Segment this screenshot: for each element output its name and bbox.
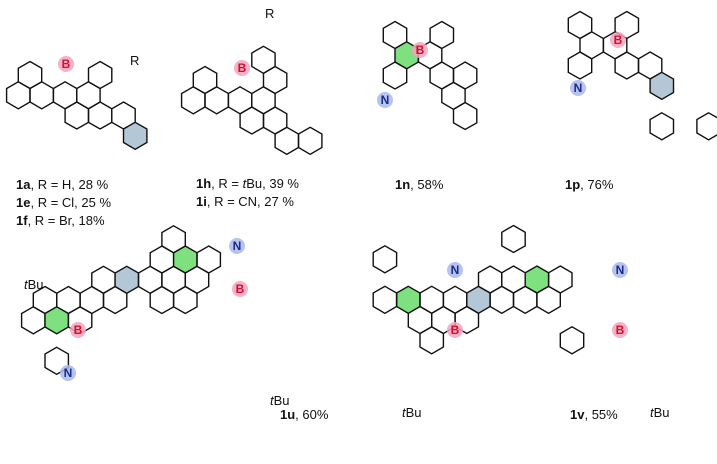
substituent-R-1a: R [130,53,140,68]
1u-ring [184,265,210,295]
1a-ring [29,80,55,110]
label-1e: 1e, R = Cl, 25 % [16,195,112,210]
label-1v: 1v, 55% [570,407,618,422]
1u-ring [114,265,140,295]
nitrogen-highlight [447,262,463,278]
1p-ring [649,71,675,101]
boron-highlight [447,322,463,338]
1v-ring [372,244,398,274]
1p-ring [649,111,675,141]
tbu-1u-left: tBu [24,277,44,292]
1v-ring [536,285,561,315]
1p-ring [614,51,640,80]
1u-ring [44,346,70,376]
1u-ring [161,224,187,254]
label-1f: 1f, R = Br, 18% [16,213,105,228]
label-1p: 1p, 76% [565,177,614,192]
1u-ring [149,285,175,315]
1h-ring [274,126,300,156]
1u-ring [20,305,46,335]
boron-atom-1n: B [416,43,425,57]
tbu-1v-left: tBu [402,405,422,420]
nitrogen-highlight [570,80,586,96]
nitrogen-highlight [377,92,393,108]
1h-ring [239,106,265,135]
label-1n: 1n, 58% [395,177,444,192]
boron-highlight [70,322,86,338]
1h-ring [204,85,230,115]
boron-atom-1u-1: B [74,323,83,337]
1a-ring [122,121,148,151]
boron-highlight [232,281,248,297]
boron-highlight [58,56,74,72]
1u-ring [44,305,70,335]
boron-highlight [610,32,626,48]
1v-ring [489,285,515,315]
label-1i: 1i, R = CN, 27 % [196,194,294,209]
nitrogen-atom-1p: N [574,81,583,95]
1p-ring [696,111,717,141]
1v-ring [372,285,398,315]
1h-ring [180,85,206,115]
1v-ring [395,285,421,315]
nitrogen-atom-1v-1: N [451,263,460,277]
1v-ring [559,325,585,355]
nitrogen-highlight [612,262,628,278]
1a-ring [64,101,90,130]
1v-ring [419,325,445,355]
label-1a: 1a, R = H, 28 % [16,177,109,192]
boron-atom-1v-2: B [616,323,625,337]
tbu-1v-right: tBu [650,405,670,420]
substituent-R-1h: R [265,6,275,21]
boron-atom-1a: B [62,57,71,71]
label-1h: 1h, R = tBu, 39 % [196,176,299,191]
boron-highlight [234,60,250,76]
nitrogen-atom-1u-1: N [64,366,73,380]
boron-highlight [612,322,628,338]
1v-ring [454,305,480,335]
tbu-1u-right: tBu [270,393,290,408]
1p-ring [567,51,593,80]
boron-atom-1p: B [614,33,623,47]
nitrogen-atom-1n: N [381,93,390,107]
nitrogen-atom-1u-2: N [233,239,242,253]
1h-ring [262,65,288,95]
1a-ring [87,101,113,130]
1n-ring [452,101,478,131]
nitrogen-atom-1v-2: N [616,263,625,277]
nitrogen-highlight [60,365,76,381]
boron-highlight [412,42,428,58]
boron-atom-1v-1: B [451,323,460,337]
1n-ring [382,61,408,90]
boron-atom-1h: B [238,61,247,75]
1h-ring [297,126,323,156]
label-1u: 1u, 60% [280,407,329,422]
boron-atom-1u-2: B [236,282,245,296]
1v-ring [501,224,526,254]
nitrogen-highlight [229,238,245,254]
1v-ring [512,285,538,315]
1a-ring [5,80,31,110]
